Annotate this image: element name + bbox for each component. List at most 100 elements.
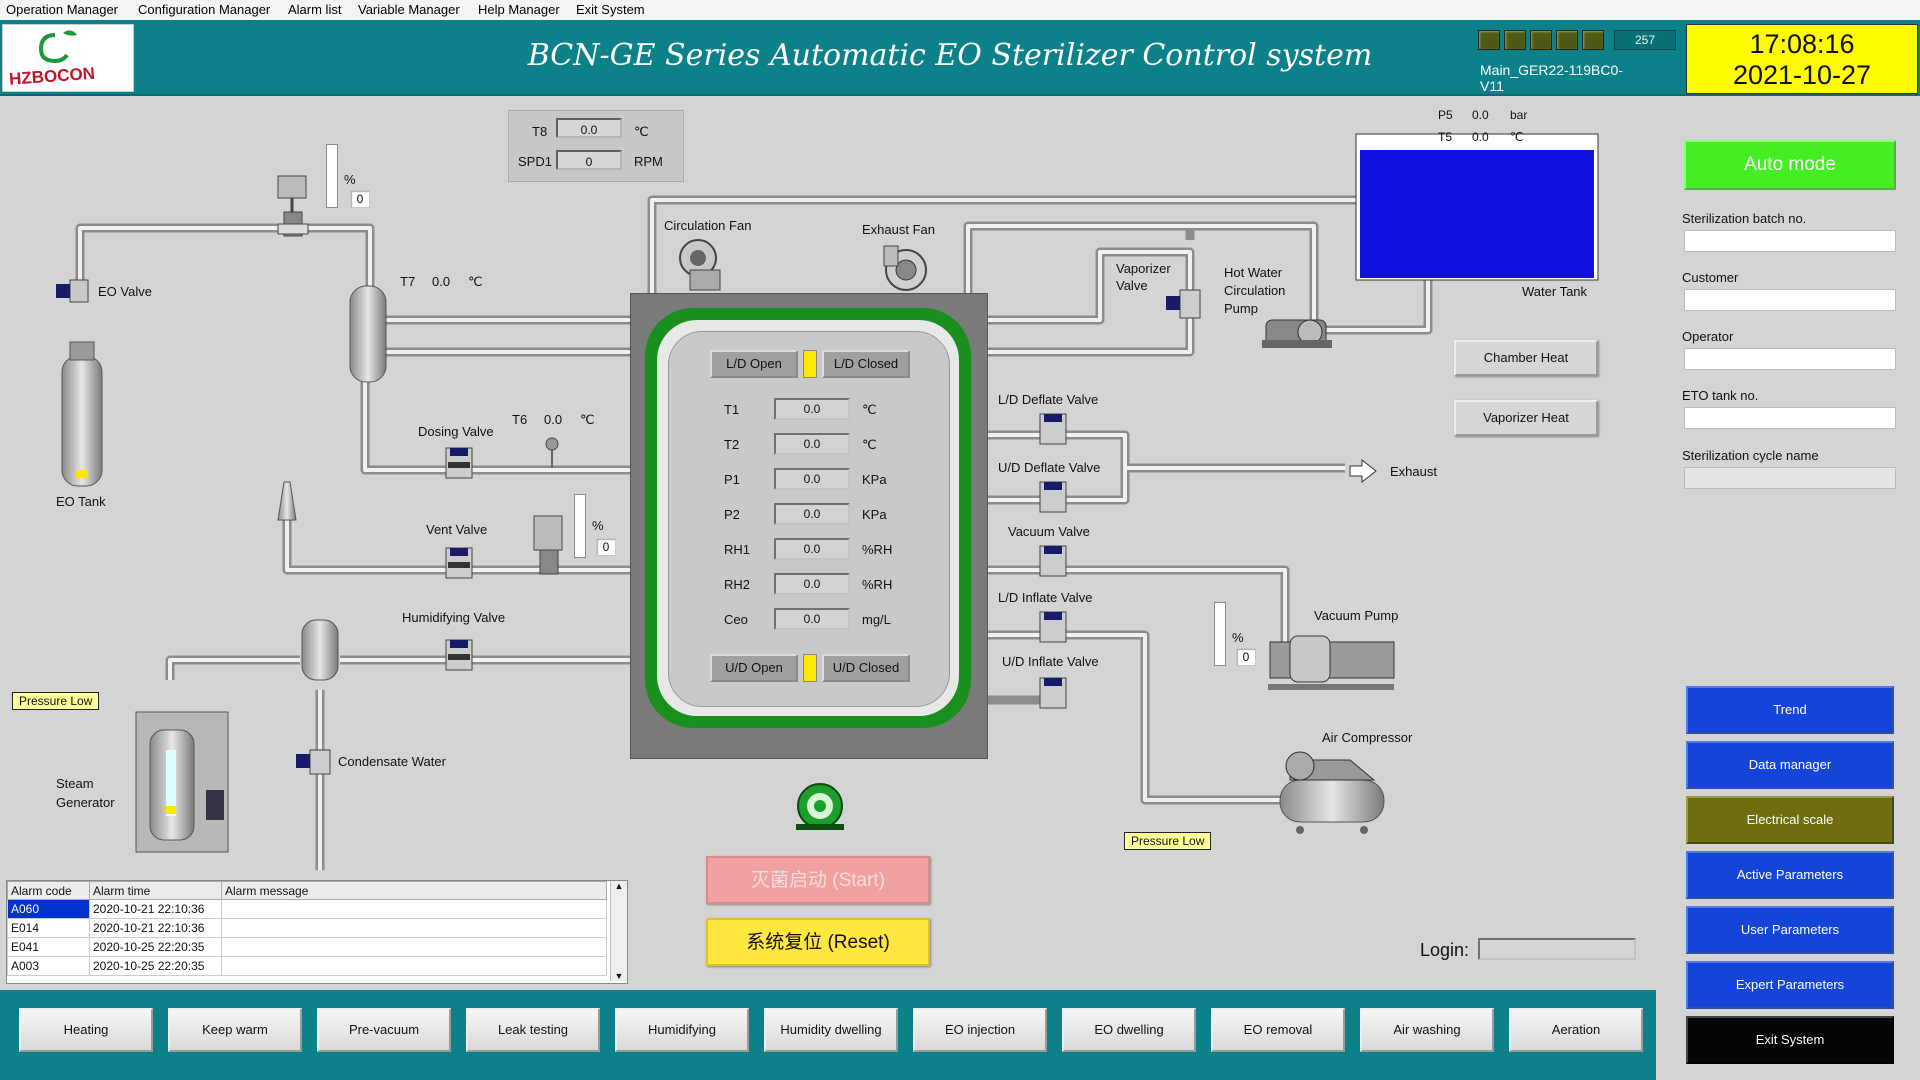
alarm-table: Alarm code Alarm time Alarm message A060… — [6, 880, 628, 984]
batch-no-field[interactable] — [1684, 230, 1896, 252]
alarm-col-message[interactable]: Alarm message — [221, 881, 607, 900]
stage-aeration[interactable]: Aeration — [1509, 1008, 1643, 1052]
p1-unit: KPa — [862, 472, 887, 487]
alarm-code: E014 — [7, 918, 90, 938]
table-row[interactable]: A060 2020-10-21 22:10:36 — [7, 899, 607, 919]
alarm-code: E041 — [7, 937, 90, 957]
stage-eo-injection[interactable]: EO injection — [913, 1008, 1047, 1052]
operator-field[interactable] — [1684, 348, 1896, 370]
rh2-value: 0.0 — [774, 573, 850, 595]
exhaust-arrow-icon — [1349, 458, 1377, 484]
t2-unit: ℃ — [862, 437, 877, 452]
alarm-col-code[interactable]: Alarm code — [7, 881, 90, 900]
spd1-unit: RPM — [634, 154, 663, 169]
vaporizer-valve-label: Vaporizer Valve — [1116, 261, 1171, 293]
hot-water-pump-label: Hot Water Circulation Pump — [1224, 265, 1286, 316]
ld-open-button[interactable]: L/D Open — [710, 350, 798, 378]
vent-regulating-valve-icon — [533, 515, 563, 575]
chamber-heat-button[interactable]: Chamber Heat — [1454, 340, 1598, 376]
t6-value: 0.0 — [544, 412, 563, 427]
alarm-table-scrollbar[interactable]: ▲ ▼ — [610, 881, 627, 981]
menu-variable-manager[interactable]: Variable Manager — [358, 2, 460, 17]
auto-mode-button[interactable]: Auto mode — [1684, 140, 1896, 190]
vent-valve-gauge — [574, 494, 586, 558]
vaporizer-vessel-icon — [349, 285, 387, 383]
data-manager-button[interactable]: Data manager — [1686, 741, 1894, 789]
alarm-code: A060 — [7, 899, 90, 919]
ud-closed-button[interactable]: U/D Closed — [822, 654, 910, 682]
p1-label: P1 — [724, 472, 740, 487]
steam-separator-icon — [301, 619, 339, 681]
status-led-2 — [1504, 30, 1526, 50]
table-row[interactable]: A003 2020-10-25 22:20:35 — [7, 956, 607, 976]
menu-alarm-list[interactable]: Alarm list — [288, 2, 342, 17]
stage-eo-removal[interactable]: EO removal — [1211, 1008, 1345, 1052]
eo-valve-icon — [56, 279, 89, 303]
alarm-time: 2020-10-25 22:20:35 — [89, 937, 222, 957]
login-input[interactable] — [1478, 938, 1636, 960]
start-button[interactable]: 灭菌启动 (Start) — [706, 856, 930, 904]
menu-exit-system[interactable]: Exit System — [576, 2, 645, 17]
scroll-down-icon[interactable]: ▼ — [614, 971, 624, 981]
stage-heating[interactable]: Heating — [19, 1008, 153, 1052]
stage-eo-dwelling[interactable]: EO dwelling — [1062, 1008, 1196, 1052]
menu-configuration-manager[interactable]: Configuration Manager — [138, 2, 271, 17]
cycle-name-field[interactable] — [1684, 467, 1896, 489]
alarm-time: 2020-10-25 22:20:35 — [89, 956, 222, 976]
menu-help-manager[interactable]: Help Manager — [478, 2, 560, 17]
dosing-valve-label: Dosing Valve — [418, 424, 494, 439]
t5-label: T5 — [1438, 130, 1453, 144]
t8-label: T8 — [532, 124, 548, 139]
air-pressure-low-tooltip: Pressure Low — [1124, 832, 1212, 850]
status-led-3 — [1530, 30, 1552, 50]
program-version: Main_GER22-119BC0-V11 — [1480, 62, 1623, 94]
vacuum-pct: 0 — [1236, 648, 1256, 666]
scroll-up-icon[interactable]: ▲ — [614, 881, 624, 891]
t6-label: T6 — [512, 412, 528, 427]
table-row[interactable]: E014 2020-10-21 22:10:36 — [7, 918, 607, 938]
menu-operation-manager[interactable]: Operation Manager — [6, 2, 119, 17]
customer-field[interactable] — [1684, 289, 1896, 311]
expert-parameters-button[interactable]: Expert Parameters — [1686, 961, 1894, 1009]
condensate-valve-icon — [296, 749, 331, 775]
regulating-valve-icon — [277, 175, 309, 237]
vacuum-pct-unit: % — [1232, 630, 1244, 645]
vent-cone-icon — [277, 481, 297, 521]
ld-inflate-valve-icon — [1039, 611, 1067, 643]
alarm-message — [221, 956, 607, 976]
stage-air-washing[interactable]: Air washing — [1360, 1008, 1494, 1052]
ld-closed-button[interactable]: L/D Closed — [822, 350, 910, 378]
vacuum-valve-label: Vacuum Valve — [1008, 524, 1090, 539]
electrical-scale-button[interactable]: Electrical scale — [1686, 796, 1894, 844]
login-label: Login: — [1420, 940, 1470, 960]
alarm-col-time[interactable]: Alarm time — [89, 881, 222, 900]
exit-system-button[interactable]: Exit System — [1686, 1016, 1894, 1064]
ld-deflate-valve-label: L/D Deflate Valve — [998, 392, 1099, 407]
active-parameters-button[interactable]: Active Parameters — [1686, 851, 1894, 899]
vaporizer-heat-button[interactable]: Vaporizer Heat — [1454, 400, 1598, 436]
status-led-1 — [1478, 30, 1500, 50]
clock-date: 2021-10-27 — [1732, 60, 1872, 90]
stage-humidity-dwelling[interactable]: Humidity dwelling — [764, 1008, 898, 1052]
stage-leak-testing[interactable]: Leak testing — [466, 1008, 600, 1052]
p5-label: P5 — [1438, 108, 1453, 122]
t7-unit: ℃ — [468, 274, 483, 289]
vent-pct: 0 — [596, 538, 616, 556]
table-row[interactable]: E041 2020-10-25 22:20:35 — [7, 937, 607, 957]
user-parameters-button[interactable]: User Parameters — [1686, 906, 1894, 954]
ud-inflate-valve-label: U/D Inflate Valve — [1002, 654, 1099, 669]
vacuum-gauge — [1214, 602, 1226, 666]
trend-button[interactable]: Trend — [1686, 686, 1894, 734]
t2-value: 0.0 — [774, 433, 850, 455]
spd1-label: SPD1 — [518, 154, 552, 169]
stage-keep-warm[interactable]: Keep warm — [168, 1008, 302, 1052]
stage-humidifying[interactable]: Humidifying — [615, 1008, 749, 1052]
t7-label: T7 — [400, 274, 416, 289]
eto-tank-field[interactable] — [1684, 407, 1896, 429]
reset-button[interactable]: 系统复位 (Reset) — [706, 918, 930, 966]
clock-display: 17:08:16 2021-10-27 — [1686, 24, 1918, 94]
t8-value: 0.0 — [556, 118, 622, 138]
ud-open-button[interactable]: U/D Open — [710, 654, 798, 682]
stage-pre-vacuum[interactable]: Pre-vacuum — [317, 1008, 451, 1052]
water-tank-label: Water Tank — [1522, 284, 1588, 299]
